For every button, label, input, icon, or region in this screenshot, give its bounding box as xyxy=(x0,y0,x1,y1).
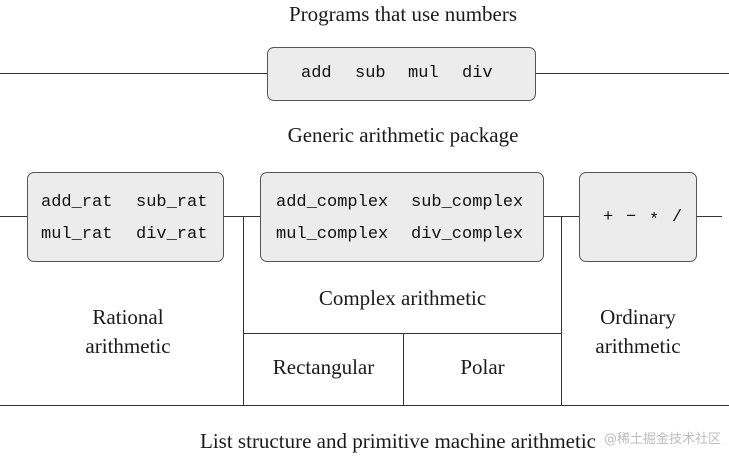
generic-package-label: Generic arithmetic package xyxy=(287,123,519,147)
op-plus: + xyxy=(603,208,614,227)
generic-ops-box: add sub mul div xyxy=(267,47,536,101)
polar-label: Polar xyxy=(460,355,505,379)
list-structure-label: List structure and primitive machine ari… xyxy=(200,429,596,453)
rational-label-line2: arithmetic xyxy=(85,334,171,358)
op-sub-rat: sub_rat xyxy=(136,193,208,212)
top-barrier-line-right xyxy=(535,73,729,74)
top-barrier-line-left xyxy=(0,73,268,74)
rectangular-label: Rectangular xyxy=(272,355,375,379)
bottom-barrier-line xyxy=(0,405,729,406)
ordinary-label-line2: arithmetic xyxy=(595,334,681,358)
op-times: * xyxy=(649,211,660,230)
rational-label-line1: Rational xyxy=(92,305,164,329)
complex-ops-box: add_complex sub_complex mul_complex div_… xyxy=(260,172,544,262)
ordinary-ops-box: + − * / xyxy=(579,172,697,262)
divider-rect-polar xyxy=(403,333,404,405)
complex-arithmetic-label: Complex arithmetic xyxy=(318,286,487,310)
divider-rational-complex xyxy=(243,216,244,405)
op-mul-rat: mul_rat xyxy=(41,225,113,244)
op-add-rat: add_rat xyxy=(41,193,113,212)
divider-complex-ordinary xyxy=(561,216,562,405)
op-mul: mul xyxy=(408,64,439,83)
op-div-complex: div_complex xyxy=(411,225,524,244)
op-div: div xyxy=(462,64,493,83)
op-add: add xyxy=(301,64,332,83)
mid-barrier-line-rat-complex xyxy=(223,216,261,217)
complex-sublayer-line xyxy=(243,333,562,334)
mid-barrier-line-right xyxy=(696,216,722,217)
op-sub: sub xyxy=(355,64,386,83)
op-add-complex: add_complex xyxy=(276,193,389,212)
op-mul-complex: mul_complex xyxy=(276,225,389,244)
op-divide: / xyxy=(672,208,683,227)
op-sub-complex: sub_complex xyxy=(411,193,524,212)
op-div-rat: div_rat xyxy=(136,225,208,244)
rational-ops-box: add_rat sub_rat mul_rat div_rat xyxy=(27,172,224,262)
op-minus: − xyxy=(626,208,637,227)
ordinary-label-line1: Ordinary xyxy=(600,305,676,329)
programs-layer-label: Programs that use numbers xyxy=(288,2,518,26)
watermark-text: @稀土掘金技术社区 xyxy=(603,432,721,447)
mid-barrier-line-left xyxy=(0,216,28,217)
